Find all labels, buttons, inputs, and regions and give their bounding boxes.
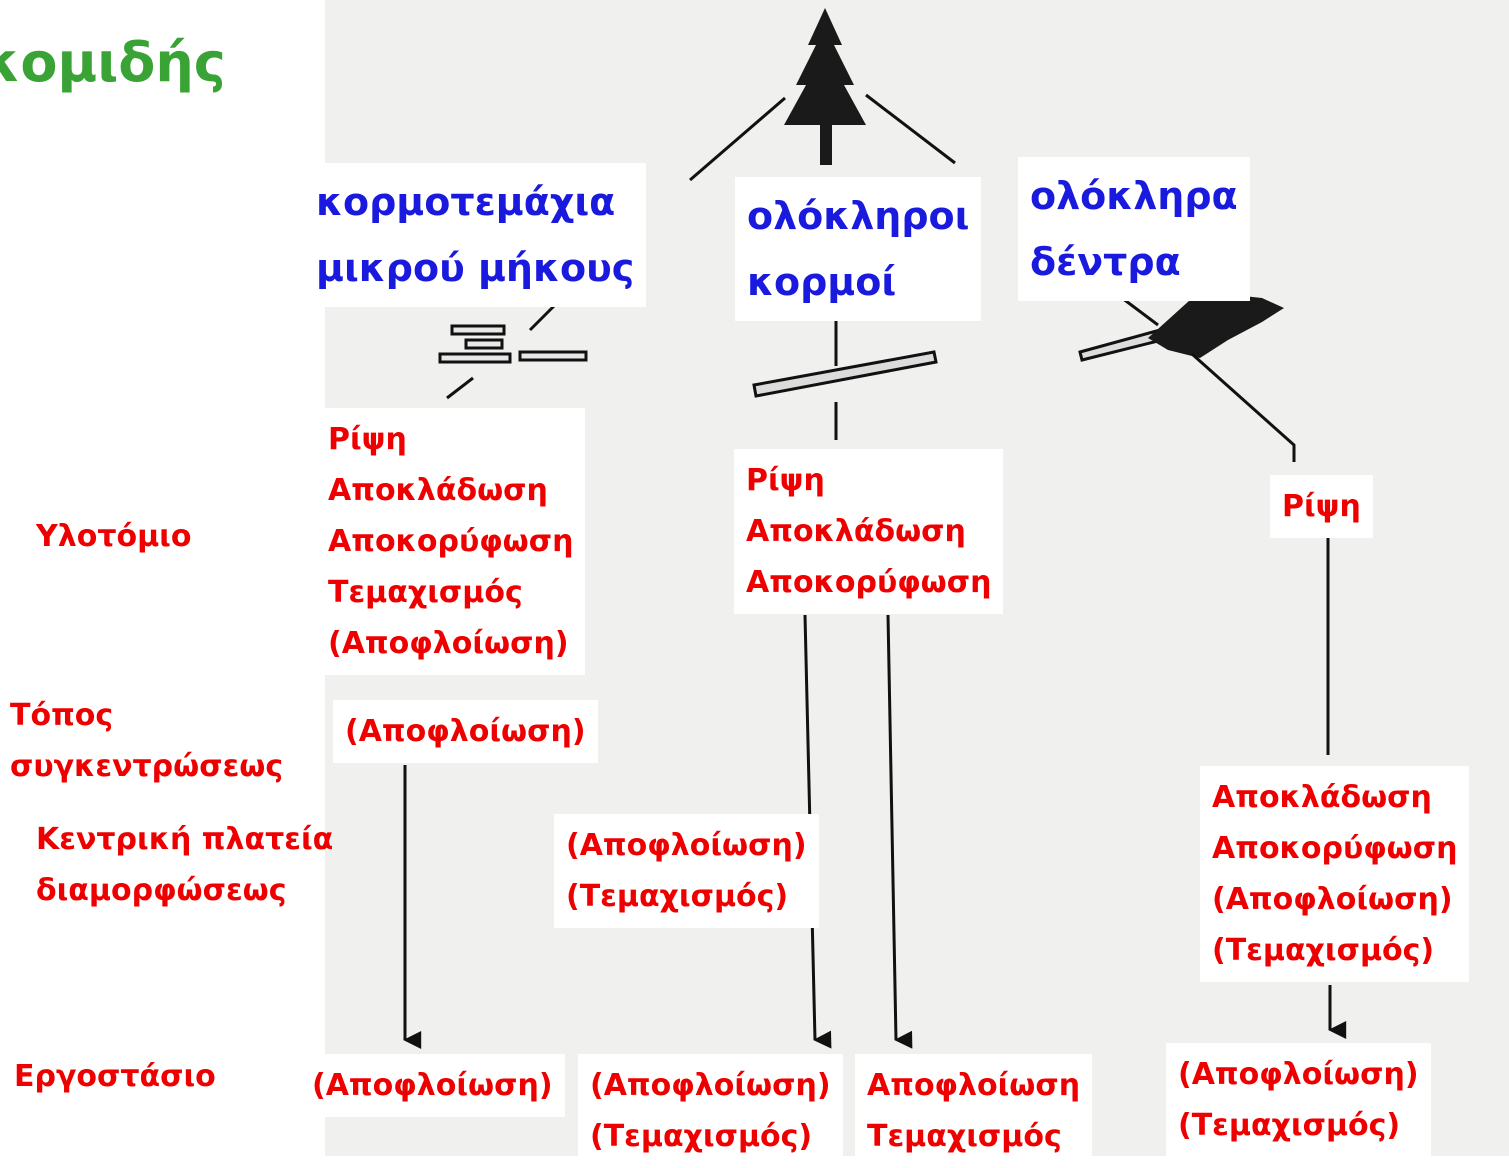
arrow-stems-to-mill	[886, 614, 913, 1049]
log-bundle-icon	[438, 324, 588, 364]
page-title: κομιδής	[0, 31, 226, 94]
ops-short-forest: Ρίψη Αποκλάδωση Αποκορύφωση Τεμαχισμός (…	[316, 408, 586, 675]
row-label-central-yard: Κεντρική πλατεία διαμορφώσεως	[36, 822, 334, 908]
row-label-mill: Εργοστάσιο	[14, 1059, 216, 1094]
felled-tree-icon	[1148, 294, 1284, 358]
ops-stems-yard: (Αποφλοίωση) (Τεμαχισμός)	[554, 814, 819, 928]
ops-stems-mill-a: (Αποφλοίωση) (Τεμαχισμός)	[578, 1054, 843, 1168]
tree-icon	[784, 8, 866, 165]
branch-line-right	[865, 93, 956, 165]
row-label-forest: Υλοτόμιο	[36, 519, 192, 554]
ops-short-landing: (Αποφλοίωση)	[333, 700, 598, 763]
column-heading-whole-stems: ολόκληροι κορμοί	[735, 177, 982, 321]
branch-line-left	[689, 96, 786, 182]
ops-stems-forest: Ρίψη Αποκλάδωση Αποκορύφωση	[734, 449, 1004, 614]
ops-short-mill: (Αποφλοίωση)	[300, 1054, 565, 1117]
column-heading-short-logs: κορμοτεμάχια μικρού μήκους	[304, 163, 647, 307]
ops-stems-mill-b: Αποφλοίωση Τεμαχισμός	[855, 1054, 1093, 1168]
ops-trees-mill: (Αποφλοίωση) (Τεμαχισμός)	[1166, 1043, 1431, 1157]
ops-trees-yard: Αποκλάδωση Αποκορύφωση (Αποφλοίωση) (Τεμ…	[1200, 766, 1470, 982]
column-heading-whole-trees: ολόκληρα δέντρα	[1018, 157, 1250, 301]
row-label-landing: Τόπος συγκεντρώσεως	[10, 698, 284, 784]
log-icon	[752, 350, 938, 398]
ops-trees-forest: Ρίψη	[1270, 475, 1373, 538]
